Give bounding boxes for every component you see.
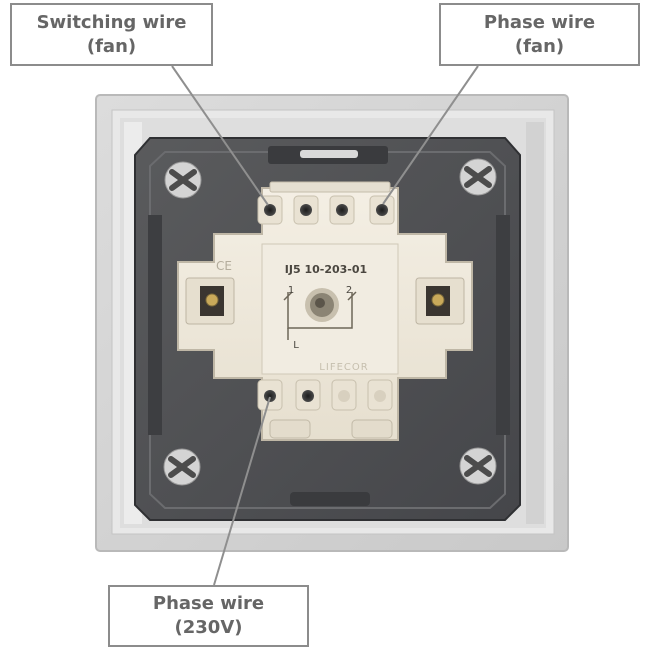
brand-text: LIFECOR (319, 362, 368, 373)
callout-phase-wire-230v-line2: (230V) (174, 617, 243, 638)
clamp-right (415, 277, 465, 325)
leader-line-switching-wire (171, 65, 269, 206)
terminal-top-3 (329, 195, 355, 225)
screw-hole-top-right (459, 158, 497, 196)
callout-switching-wire-line2: (fan) (86, 35, 137, 57)
callout-phase-wire-230v: Phase wire (230V) (108, 585, 309, 647)
callout-switching-wire: Switching wire (fan) (10, 3, 213, 66)
terminal-bottom-4 (367, 379, 393, 411)
callout-phase-wire-230v-line1: Phase wire (152, 593, 265, 614)
callout-switching-wire-line1: Switching wire (36, 11, 187, 33)
terminal-label-1: 1 (288, 285, 294, 296)
leader-line-phase-wire-230v (213, 396, 271, 586)
ce-mark: CE (216, 259, 232, 273)
screw-hole-bottom-right (459, 447, 497, 485)
terminal-top-4 (369, 195, 395, 225)
clamp-left (185, 277, 235, 325)
terminal-bottom-3 (331, 379, 357, 411)
terminal-top-2 (293, 195, 319, 225)
release-tabs-bottom (269, 419, 393, 439)
model-label: IJ5 10-203-01 (285, 263, 367, 276)
terminal-bottom-1 (257, 379, 283, 411)
terminal-label-2: 2 (346, 285, 352, 296)
leader-line-phase-wire-fan (382, 65, 479, 205)
screw-hole-top-left (164, 161, 202, 199)
screw-hole-bottom-left (163, 448, 201, 486)
callout-phase-wire-fan-line1: Phase wire (483, 11, 596, 33)
terminal-bottom-2 (295, 379, 321, 411)
terminal-label-l: L (293, 340, 299, 351)
terminal-top-1 (257, 195, 283, 225)
callout-phase-wire-fan: Phase wire (fan) (439, 3, 640, 66)
actuator-hole (305, 288, 339, 322)
callout-phase-wire-fan-line2: (fan) (514, 35, 565, 57)
wiring-symbol (283, 291, 357, 340)
